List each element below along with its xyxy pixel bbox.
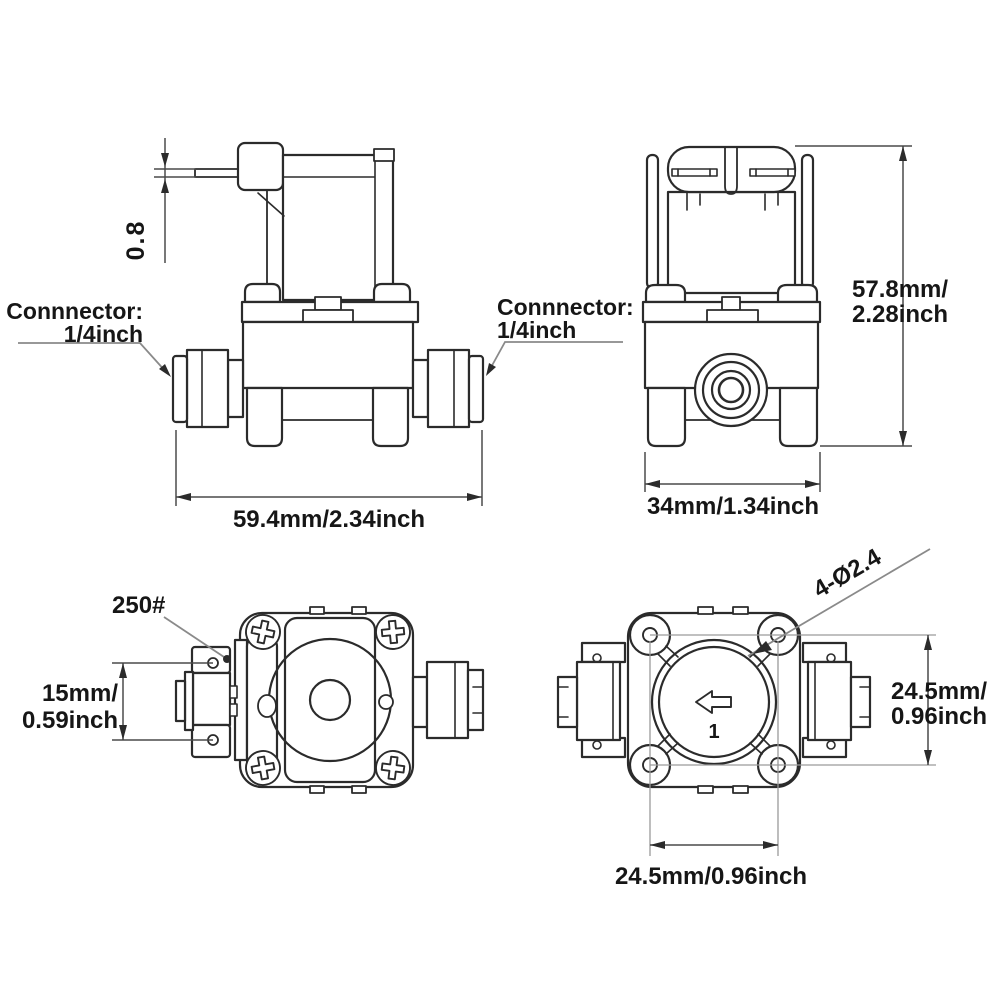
- bottom-vertical-dim-line2: 0.96inch: [891, 703, 987, 730]
- top-terminal-pitch-dimension: [112, 662, 213, 741]
- bottom-flow-number: 1: [708, 721, 719, 743]
- side-left-bracket-rail: [645, 153, 660, 290]
- front-right-fitting: [411, 348, 485, 429]
- side-height-label-line1: 57.8mm/: [852, 276, 948, 303]
- front-left-leg: [245, 386, 284, 448]
- front-pin-thickness-label: 0.8: [122, 220, 150, 261]
- front-pin-dimension: [154, 138, 196, 263]
- front-right-connector-line2: 1/4inch: [497, 317, 576, 343]
- side-height-label-line2: 2.28inch: [852, 301, 948, 328]
- side-terminal-slots: [671, 168, 796, 211]
- front-width-dimension: [175, 430, 483, 506]
- side-right-leg: [778, 386, 819, 448]
- top-corner-screws: [245, 614, 411, 786]
- front-left-connector-callout: Connnector: 1/4inch: [6, 298, 171, 377]
- bottom-right-fitting: [801, 641, 872, 759]
- bottom-holes-label: 4-Ø2.4: [809, 543, 887, 603]
- top-terminal-pitch-line2: 0.59inch: [22, 707, 118, 734]
- side-outlet-port: [693, 352, 769, 428]
- bottom-holes-callout: 4-Ø2.4: [747, 543, 931, 657]
- front-left-connector-line2: 1/4inch: [64, 321, 143, 347]
- bottom-horizontal-dim-label: 24.5mm/0.96inch: [615, 863, 807, 890]
- front-view: [171, 141, 485, 448]
- side-right-foot: [776, 283, 819, 304]
- side-right-bracket-rail: [800, 153, 815, 290]
- side-width-dimension: [644, 452, 821, 492]
- front-right-connector-callout: Connnector: 1/4inch: [486, 294, 634, 376]
- front-right-leg: [371, 386, 410, 448]
- front-coil-top-step: [373, 148, 395, 162]
- side-left-leg: [646, 386, 687, 448]
- top-part-callout: 250#: [112, 592, 231, 663]
- top-center-boss: [308, 678, 352, 722]
- front-terminal-pin: [194, 168, 242, 178]
- side-coil-body: [666, 190, 797, 295]
- top-spade-terminals: [190, 645, 238, 759]
- top-part-label: 250#: [112, 592, 165, 619]
- side-height-dimension: [795, 145, 912, 447]
- side-width-label: 34mm/1.34inch: [647, 493, 819, 520]
- bottom-horizontal-dimension: [650, 841, 778, 849]
- bottom-left-fitting: [556, 641, 627, 759]
- front-valve-body: [241, 320, 415, 390]
- top-right-fitting: [411, 660, 485, 740]
- bottom-boss-ribs: [657, 645, 771, 755]
- top-bracket-edge: [233, 638, 249, 762]
- front-coil-right-ear: [372, 282, 412, 304]
- bottom-extension-lines: [649, 634, 936, 856]
- bottom-flow-arrow-icon: [695, 690, 732, 714]
- top-left-fitting: [174, 670, 195, 732]
- bottom-vertical-dimension: [924, 635, 932, 765]
- top-view: [174, 606, 485, 794]
- front-left-connector-line1: Connnector:: [6, 298, 143, 324]
- front-left-fitting: [171, 348, 245, 429]
- front-coil-left-ear: [243, 282, 282, 304]
- top-terminal-pitch-line1: 15mm/: [42, 680, 118, 707]
- front-terminal-housing: [236, 141, 285, 192]
- front-right-connector-line1: Connnector:: [497, 294, 634, 320]
- bottom-vertical-dim-line1: 24.5mm/: [891, 678, 987, 705]
- side-view: [641, 145, 822, 448]
- front-width-label: 59.4mm/2.34inch: [233, 506, 425, 533]
- side-left-foot: [644, 283, 687, 304]
